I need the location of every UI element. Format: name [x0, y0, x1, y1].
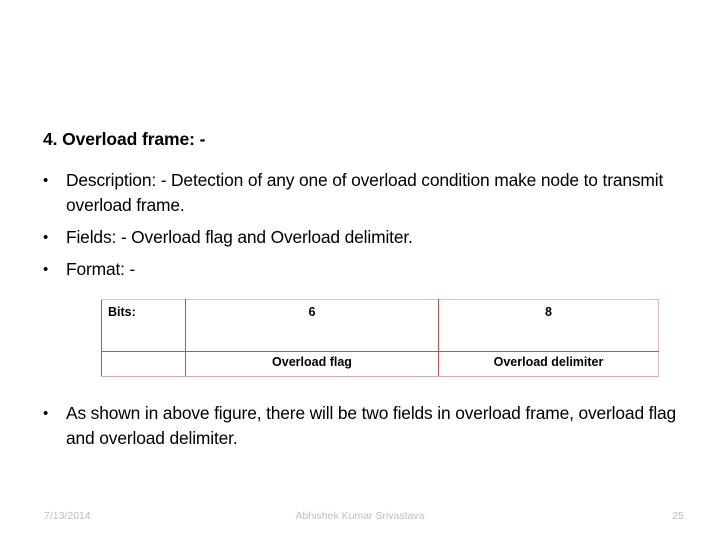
table-cell-delimiter-bits: 8	[438, 299, 659, 352]
table-cell-flag-name: Overload flag	[185, 351, 439, 377]
table-cell-delimiter-name: Overload delimiter	[438, 351, 659, 377]
list-item: As shown in above figure, there will be …	[40, 401, 700, 451]
list-item: Description: - Detection of any one of o…	[40, 168, 690, 218]
table-cell-flag-bits: 6	[185, 299, 439, 352]
footer-author: Abhishek Kumar Srivastava	[295, 510, 425, 522]
bullet-list: Description: - Detection of any one of o…	[40, 168, 690, 289]
page-title: 4. Overload frame: -	[43, 129, 206, 149]
table-cell-field-label	[101, 351, 186, 377]
list-item: Format: -	[40, 257, 690, 282]
table-row: Bits: 6 8	[101, 299, 659, 352]
footer-page-number: 25	[672, 510, 684, 522]
table-cell-bits-label: Bits:	[101, 299, 186, 352]
closing-bullet-list: As shown in above figure, there will be …	[40, 401, 700, 458]
overload-frame-format-table: Bits: 6 8 Overload flag Overload delimit…	[101, 299, 659, 377]
slide-footer: 7/13/2014 Abhishek Kumar Srivastava 25	[0, 506, 720, 526]
table-row: Overload flag Overload delimiter	[101, 351, 659, 377]
footer-date: 7/13/2014	[44, 510, 91, 522]
list-item: Fields: - Overload flag and Overload del…	[40, 225, 690, 250]
